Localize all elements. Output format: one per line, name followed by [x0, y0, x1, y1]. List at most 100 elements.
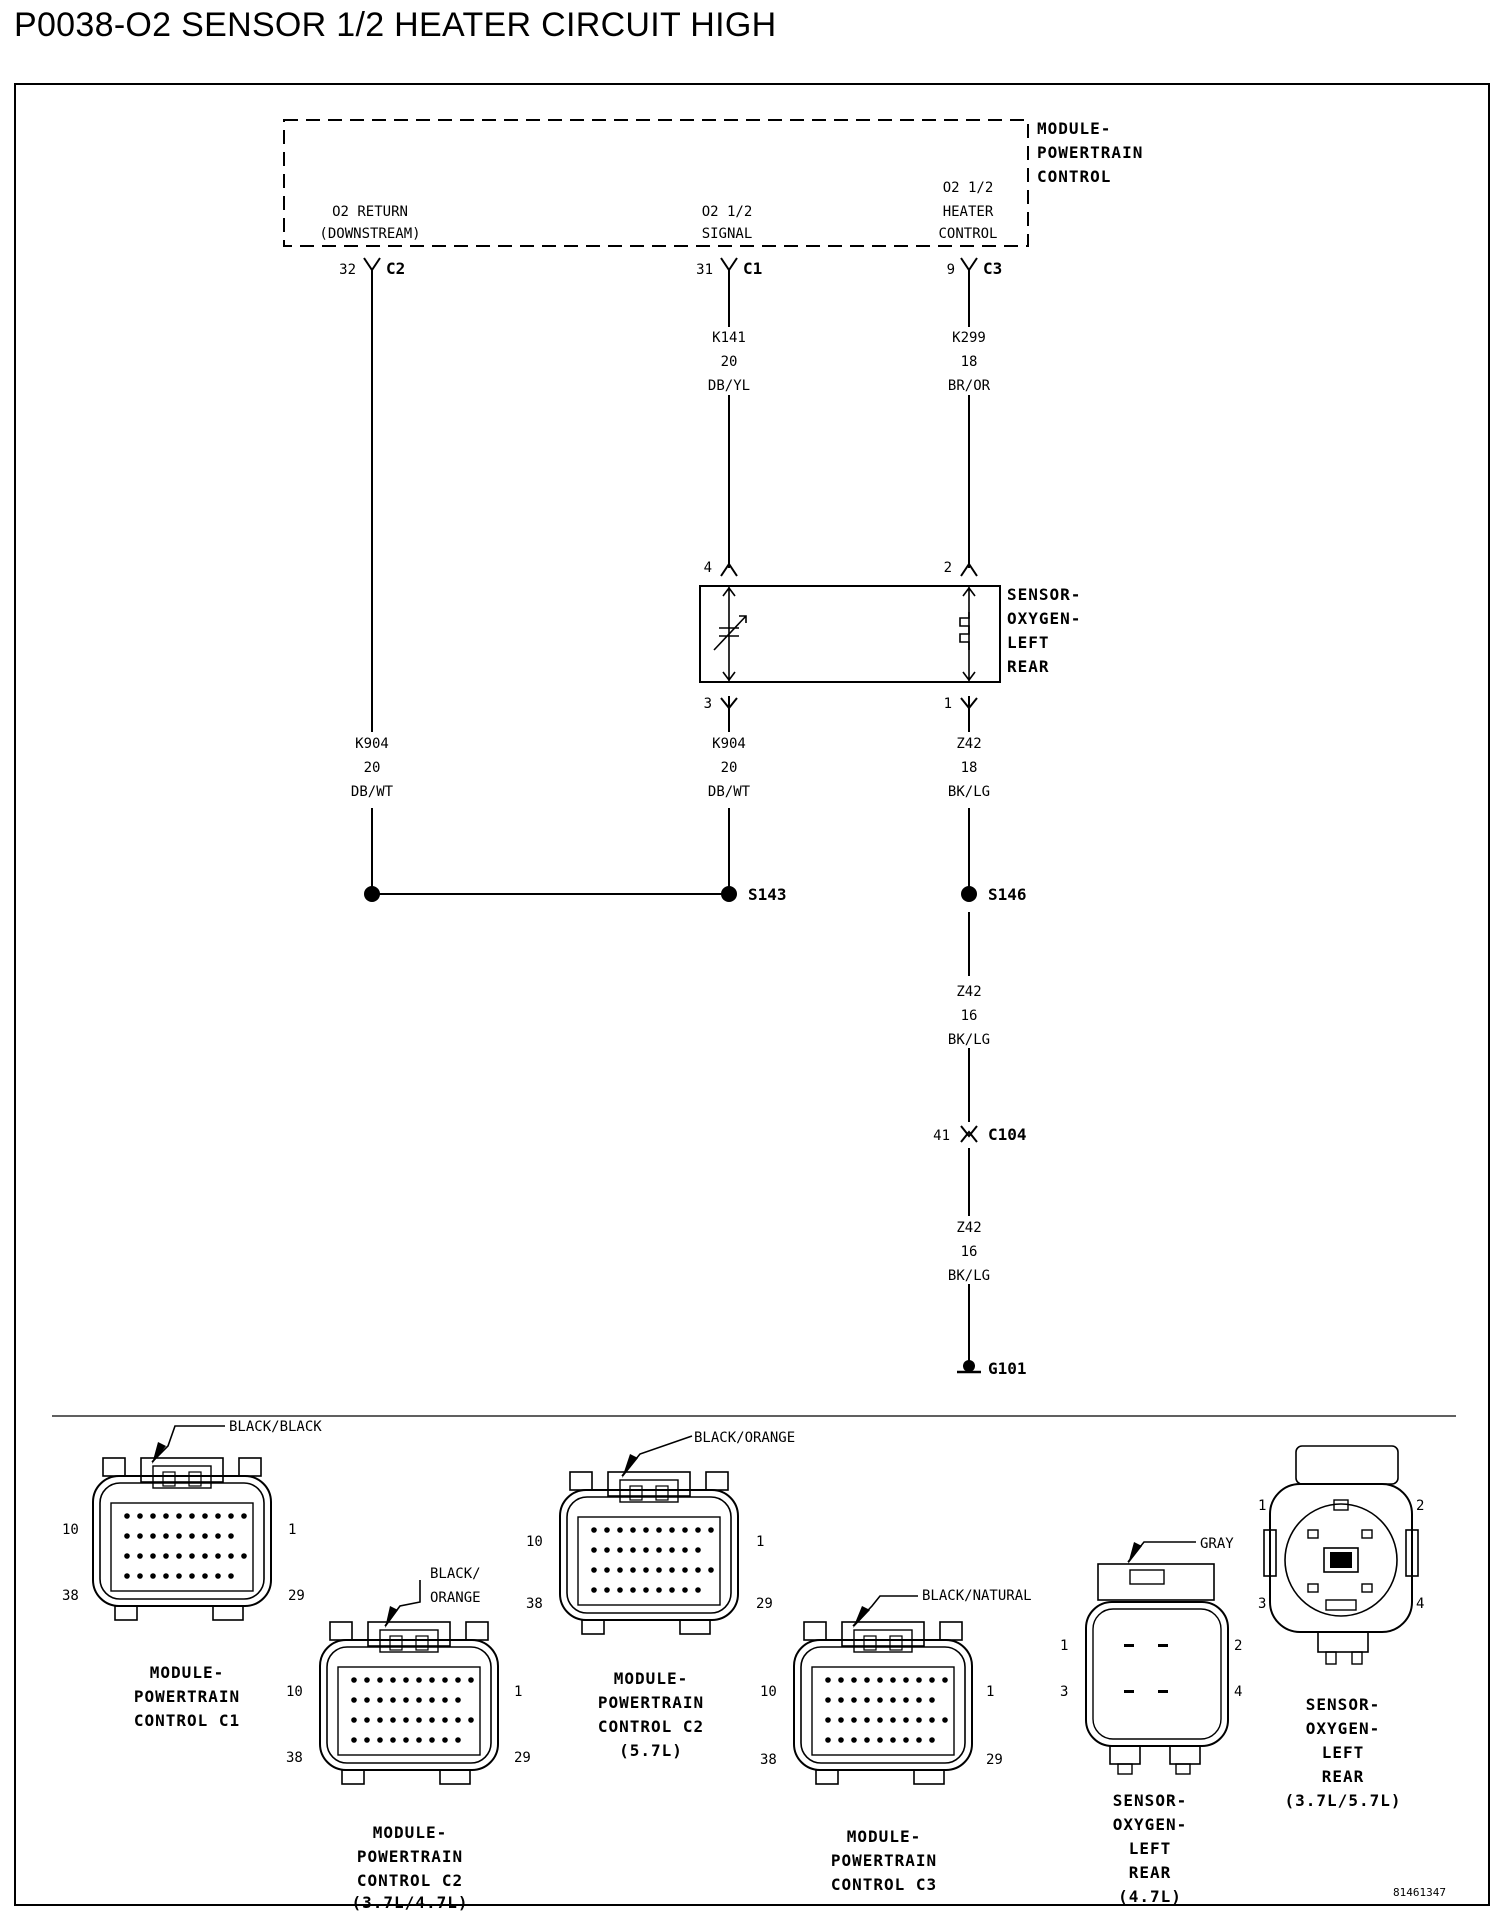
svg-text:BR/OR: BR/OR: [948, 378, 991, 394]
svg-text:38: 38: [62, 1588, 79, 1604]
svg-text:4: 4: [1416, 1596, 1424, 1612]
svg-text:LEFT: LEFT: [1007, 633, 1050, 652]
pcm-pin-heater-name-3: CONTROL: [938, 226, 997, 242]
svg-text:REAR: REAR: [1322, 1767, 1365, 1786]
svg-text:1: 1: [1060, 1638, 1068, 1654]
svg-text:29: 29: [288, 1588, 305, 1604]
svg-text:2: 2: [1416, 1498, 1424, 1514]
svg-text:REAR: REAR: [1007, 657, 1050, 676]
svg-text:18: 18: [961, 760, 978, 776]
svg-text:SENSOR-: SENSOR-: [1007, 585, 1081, 604]
pcm-connector-c3: 9 C3: [947, 257, 1002, 280]
pcm-connector-c1: 31 C1: [696, 257, 762, 280]
svg-text:OXYGEN-: OXYGEN-: [1007, 609, 1081, 628]
oxygen-sensor: 4 2 3 1 SENSOR- OXYGEN- LEFT REAR: [699, 560, 1081, 712]
svg-text:C104: C104: [988, 1125, 1027, 1144]
svg-text:DB/WT: DB/WT: [708, 784, 751, 800]
inline-connector-c104: 41 C104: [933, 1125, 1026, 1144]
svg-text:S146: S146: [988, 885, 1027, 904]
svg-text:BK/LG: BK/LG: [948, 1032, 990, 1048]
svg-text:LEFT: LEFT: [1322, 1743, 1365, 1762]
svg-text:K141: K141: [712, 330, 746, 346]
svg-text:20: 20: [721, 760, 738, 776]
svg-text:10: 10: [286, 1684, 303, 1700]
wire-label-k141: K141 20 DB/YL: [708, 330, 750, 394]
connector-view-o2-47: GRAY 1 2 3 4 SENSOR- OXYGEN- LEFT REAR (…: [1060, 1536, 1242, 1906]
svg-text:CONTROL C1: CONTROL C1: [134, 1711, 240, 1730]
wire-label-z42-c: Z42 16 BK/LG: [948, 1220, 990, 1284]
svg-text:DB/WT: DB/WT: [351, 784, 394, 800]
svg-text:POWERTRAIN: POWERTRAIN: [598, 1693, 704, 1712]
wire-label-z42-b: Z42 16 BK/LG: [948, 984, 990, 1048]
pcm-pin-heater-name-1: O2 1/2: [943, 180, 994, 196]
svg-text:Z42: Z42: [956, 1220, 981, 1236]
sensor-pin-2: 2: [944, 560, 952, 576]
svg-text:BLACK/BLACK: BLACK/BLACK: [229, 1419, 322, 1435]
svg-text:C1: C1: [743, 259, 762, 278]
pcm-connector-c2: 32 C2: [339, 257, 405, 280]
svg-text:3: 3: [1060, 1684, 1068, 1700]
svg-text:32: 32: [339, 262, 356, 278]
svg-text:29: 29: [756, 1596, 773, 1612]
svg-text:16: 16: [961, 1244, 978, 1260]
ground-g101: G101: [957, 1359, 1027, 1378]
svg-text:10: 10: [62, 1522, 79, 1538]
pcm-pin-signal-name-2: SIGNAL: [702, 226, 753, 242]
svg-text:29: 29: [986, 1752, 1003, 1768]
svg-text:REAR: REAR: [1129, 1863, 1172, 1882]
svg-text:K904: K904: [712, 736, 746, 752]
svg-text:BLACK/: BLACK/: [430, 1566, 481, 1582]
svg-text:MODULE-: MODULE-: [847, 1827, 921, 1846]
svg-text:K299: K299: [952, 330, 986, 346]
svg-text:1: 1: [986, 1684, 994, 1700]
svg-text:(4.7L): (4.7L): [1118, 1887, 1182, 1906]
svg-text:(3.7L/5.7L): (3.7L/5.7L): [1285, 1791, 1402, 1810]
svg-text:BK/LG: BK/LG: [948, 784, 990, 800]
wire-lines: [371, 280, 970, 1366]
wire-label-k299: K299 18 BR/OR: [948, 330, 991, 394]
svg-text:MODULE-: MODULE-: [614, 1669, 688, 1688]
pcm-pin-o2return-name-1: O2 RETURN: [332, 204, 408, 220]
svg-text:POWERTRAIN: POWERTRAIN: [831, 1851, 937, 1870]
svg-text:(3.7L/4.7L): (3.7L/4.7L): [352, 1893, 469, 1912]
connector-view-pcm-c2-57: BLACK/ORANGE 10 1 38 29 MODULE- POWERTRA…: [526, 1430, 795, 1760]
svg-text:K904: K904: [355, 736, 389, 752]
svg-text:10: 10: [760, 1684, 777, 1700]
svg-text:S143: S143: [748, 885, 787, 904]
pcm-pin-signal-name-1: O2 1/2: [702, 204, 753, 220]
splice-s146: S146: [961, 885, 1027, 904]
sensor-pin-1: 1: [944, 696, 952, 712]
svg-text:GRAY: GRAY: [1200, 1536, 1234, 1552]
svg-text:CONTROL C2: CONTROL C2: [357, 1871, 463, 1890]
svg-text:SENSOR-: SENSOR-: [1306, 1695, 1380, 1714]
splice-s143: S143: [364, 885, 787, 904]
svg-text:4: 4: [1234, 1684, 1242, 1700]
svg-text:BLACK/ORANGE: BLACK/ORANGE: [694, 1430, 795, 1446]
svg-text:C3: C3: [983, 259, 1002, 278]
sensor-pin-4: 4: [704, 560, 712, 576]
svg-text:38: 38: [526, 1596, 543, 1612]
svg-text:SENSOR-: SENSOR-: [1113, 1791, 1187, 1810]
page-title: P0038-O2 SENSOR 1/2 HEATER CIRCUIT HIGH: [14, 6, 777, 44]
svg-text:LEFT: LEFT: [1129, 1839, 1172, 1858]
svg-text:1: 1: [756, 1534, 764, 1550]
connector-view-pcm-c3: BLACK/NATURAL 10 1 38 29 MODULE- POWERTR…: [760, 1588, 1032, 1894]
svg-text:(5.7L): (5.7L): [619, 1741, 683, 1760]
figure-id: 81461347: [1393, 1886, 1446, 1899]
svg-text:10: 10: [526, 1534, 543, 1550]
svg-text:OXYGEN-: OXYGEN-: [1113, 1815, 1187, 1834]
svg-text:1: 1: [1258, 1498, 1266, 1514]
wire-label-k904-left: K904 20 DB/WT: [351, 736, 394, 800]
sensor-pin-3: 3: [704, 696, 712, 712]
pcm-pin-heater-name-2: HEATER: [943, 204, 994, 220]
wire-label-k904-mid: K904 20 DB/WT: [708, 736, 751, 800]
svg-text:G101: G101: [988, 1359, 1027, 1378]
svg-text:CONTROL C3: CONTROL C3: [831, 1875, 937, 1894]
diagram-frame: [14, 83, 1490, 1906]
svg-text:POWERTRAIN: POWERTRAIN: [357, 1847, 463, 1866]
svg-text:41: 41: [933, 1128, 950, 1144]
pcm-label-1: MODULE-: [1037, 119, 1111, 138]
connector-view-pcm-c2-37: BLACK/ ORANGE 10 1 38 29 MODULE- POWERTR…: [286, 1566, 531, 1912]
svg-text:MODULE-: MODULE-: [150, 1663, 224, 1682]
